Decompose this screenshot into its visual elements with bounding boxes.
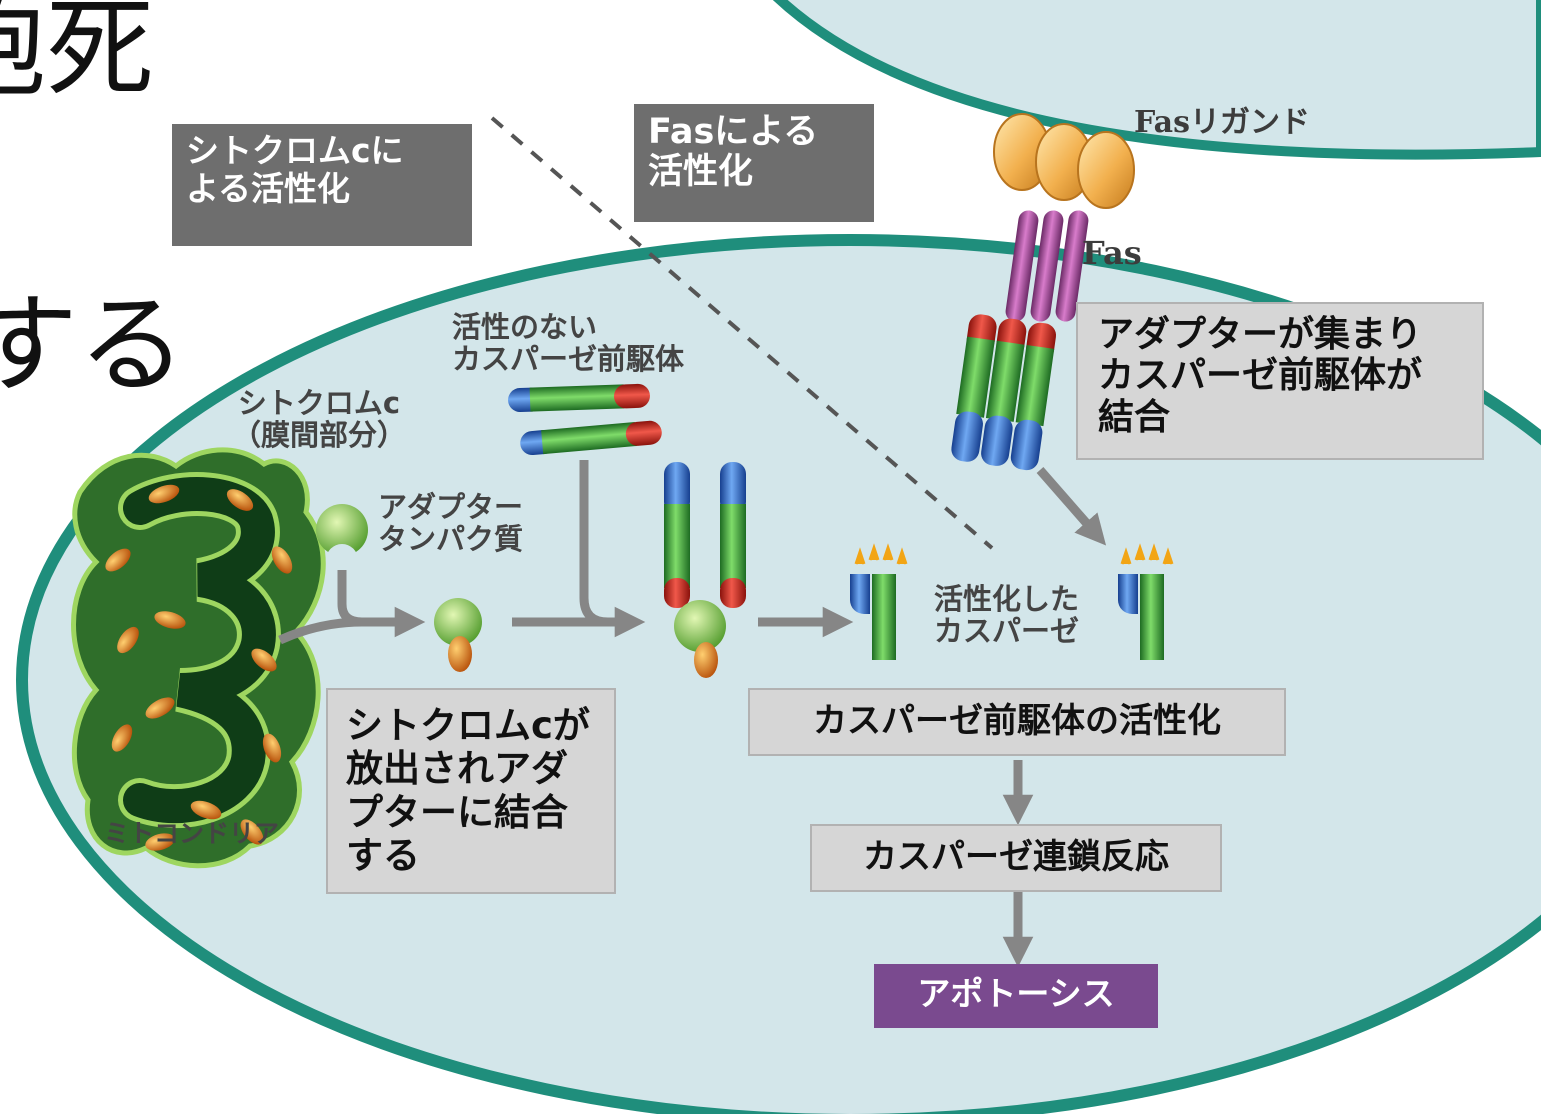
inactive-procaspase-line-1: 活性のない (452, 310, 598, 344)
active-caspase-line-1: 活性化した (934, 582, 1080, 616)
cytochrome-c-label: シトクロムc （膜間部分） (232, 386, 407, 452)
free-adapter-protein (316, 504, 368, 563)
apoptosis-box: アポトーシス (874, 964, 1158, 1028)
adapter-gather-line-2: カスパーゼ前駆体が (1098, 355, 1423, 397)
procaspase-activation-box: カスパーゼ前駆体の活性化 (748, 688, 1286, 756)
fas-receptor-complex (951, 210, 1089, 471)
activated-caspase-left (850, 543, 908, 660)
mitochondrion (71, 447, 326, 869)
fas-activation-box: Fasによる 活性化 (634, 104, 874, 222)
inactive-procaspase-line-2: カスパーゼ前駆体 (452, 341, 685, 376)
heading-fragment-middle: する (0, 283, 187, 408)
cytochrome-released-line-3: プターに結合 (346, 790, 568, 834)
cytochrome-released-line-2: 放出されアダ (346, 747, 568, 791)
fas-ligand-label: Fasリガンド (1134, 105, 1310, 140)
cytochrome-activation-line-1: シトクロムcに (186, 131, 404, 170)
cytochrome-released-line-1: シトクロムcが (346, 704, 590, 747)
cytochrome-activation-line-2: よる活性化 (186, 168, 351, 208)
heading-fragment-top: 胞死 (0, 0, 155, 112)
fas-activation-line-1: Fasによる (648, 112, 819, 152)
active-caspase-line-2: カスパーゼ (934, 613, 1080, 648)
activated-caspase-right (1118, 543, 1174, 660)
adapter-gather-line-3: 結合 (1098, 396, 1171, 438)
caspase-cascade-box: カスパーゼ連鎖反応 (810, 824, 1222, 892)
cytochrome-released-line-4: する (346, 833, 420, 877)
fas-ligand-trimer (993, 113, 1135, 209)
cytochrome-c-line-1: シトクロムc (237, 386, 401, 420)
adapter-gather-line-1: アダプターが集まり (1098, 314, 1423, 355)
cytochrome-c-line-2: （膜間部分） (232, 417, 407, 452)
adapter-gather-box: アダプターが集まり カスパーゼ前駆体が 結合 (1076, 302, 1484, 460)
fas-label: Fas (1082, 234, 1142, 272)
inactive-procaspase-rods (508, 383, 662, 456)
active-caspase-label: 活性化した カスパーゼ (934, 582, 1080, 648)
pathway-divider-line (490, 116, 994, 550)
adapter-protein-line-2: タンパク質 (378, 521, 524, 556)
fas-activation-line-2: 活性化 (648, 152, 754, 193)
adapter-protein-line-1: アダプター (378, 490, 524, 524)
adapter-with-cytochrome-c (434, 598, 482, 672)
mitochondria-label: ミトコンドリア (104, 819, 280, 848)
inactive-procaspase-label: 活性のない カスパーゼ前駆体 (452, 310, 685, 376)
pathway-arrows (278, 460, 1107, 968)
cytochrome-activation-box: シトクロムcに よる活性化 (172, 124, 472, 246)
adapter-procaspase-complex (664, 462, 746, 678)
cytochrome-released-box: シトクロムcが 放出されアダ プターに結合 する (326, 688, 616, 894)
adapter-protein-label: アダプター タンパク質 (378, 490, 524, 556)
